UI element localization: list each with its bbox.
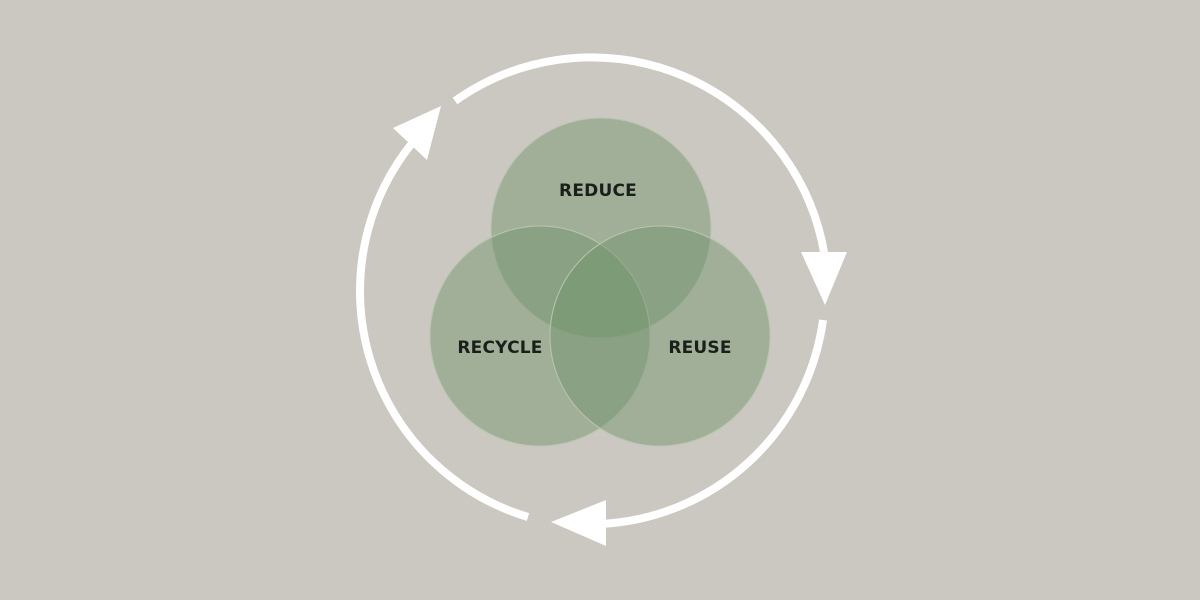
cycle-arc-right (599, 319, 827, 528)
reuse-circle (549, 225, 771, 447)
cycle-arc-left (356, 139, 530, 521)
arrow-left-icon (551, 500, 606, 546)
recycle-circle (429, 225, 651, 447)
cycle-arrows (356, 53, 829, 528)
reduce-label: REDUCE (559, 181, 637, 201)
arrow-up-icon (393, 106, 441, 160)
arrowheads (393, 106, 847, 546)
venn-circles (429, 117, 771, 447)
cycle-arc-top (452, 53, 829, 259)
recycle-label: RECYCLE (457, 338, 542, 358)
reuse-label: REUSE (668, 338, 731, 358)
arrow-down-icon (801, 252, 847, 305)
reduce-circle (490, 117, 712, 339)
